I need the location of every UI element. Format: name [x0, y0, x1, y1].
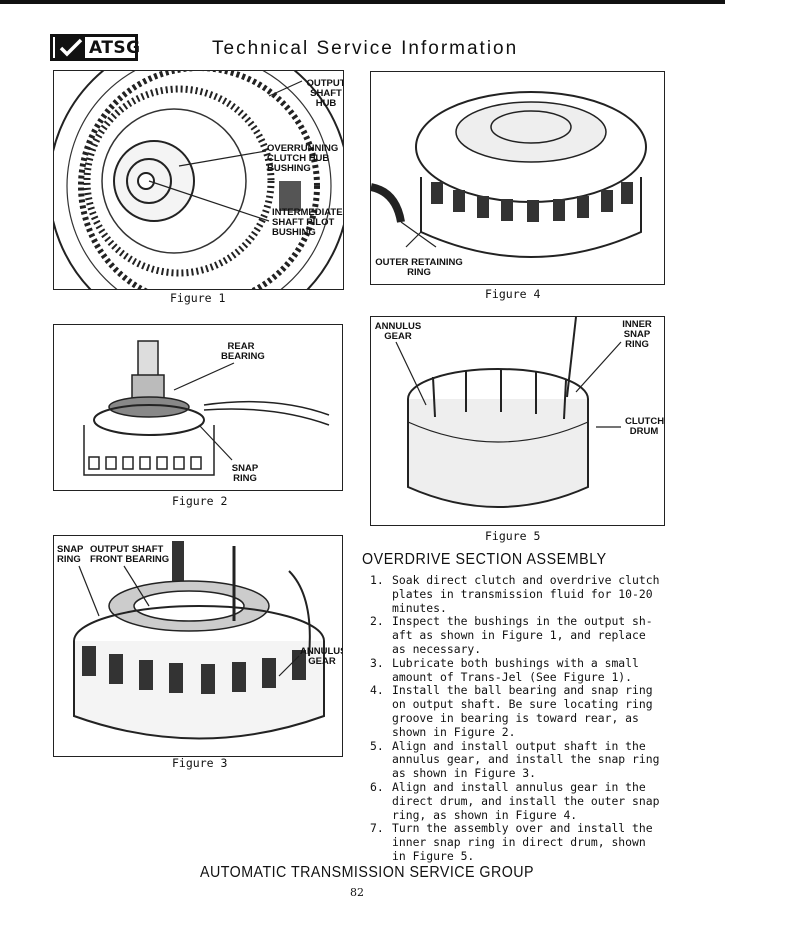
fig1-label-output-shaft-hub: OUTPUT SHAFT HUB [306, 78, 344, 109]
figure-4-drawing [371, 91, 647, 258]
fig5-label-annulus-gear: ANNULUS GEAR [374, 321, 422, 342]
step-text-line: as necessary. [392, 641, 482, 656]
figure-3-caption: Figure 3 [172, 756, 228, 770]
step-number: 7. [370, 821, 384, 836]
page-number: 82 [350, 886, 364, 899]
step-number: 4. [370, 683, 384, 698]
step-text-line: amount of Trans-Jel (See Figure 1). [392, 669, 633, 684]
step-text-line: Align and install output shaft in the [392, 738, 646, 753]
step-text-line: ring, as shown in Figure 4. [392, 807, 578, 822]
step-text-line: inner snap ring in direct drum, shown [392, 835, 646, 850]
step-text-line: plates in transmission fluid for 10-20 [392, 586, 653, 601]
step-text-line: Install the ball bearing and snap ring [392, 683, 653, 698]
step-number: 3. [370, 655, 384, 670]
fig2-label-rear-bearing: REAR BEARING [221, 341, 265, 362]
figure-1-image: OUTPUT SHAFT HUB OVERRUNNING CLUTCH HUB … [53, 70, 344, 290]
fig5-label-clutch-drum: CLUTCH DRUM [625, 416, 665, 437]
figure-3-image: SNAP RING OUTPUT SHAFT FRONT BEARING ANN… [53, 535, 343, 757]
step-number: 1. [370, 573, 384, 587]
step-text-line: annulus gear, and install the snap ring [392, 752, 660, 767]
figure-2-drawing [83, 340, 330, 476]
section-heading: OVERDRIVE SECTION ASSEMBLY [362, 551, 607, 568]
step-text-line: as shown in Figure 3. [392, 766, 537, 781]
footer-title: AUTOMATIC TRANSMISSION SERVICE GROUP [200, 864, 535, 881]
figure-2-image: REAR BEARING SNAP RING [53, 324, 343, 491]
fig4-label-outer-retaining-ring: OUTER RETAINING RING [375, 257, 463, 278]
step-number: 2. [370, 614, 384, 629]
step-text-line: Inspect the bushings in the output sh- [392, 614, 653, 629]
fig3-label-front-bearing: OUTPUT SHAFT FRONT BEARING [90, 544, 170, 565]
step-text-line: direct drum, and install the outer snap [392, 793, 660, 808]
fig1-label-intermediate-bushing: INTERMEDIATE SHAFT PILOT BUSHING [272, 207, 343, 238]
figure-1-caption: Figure 1 [170, 291, 226, 305]
assembly-steps-list: 1. Soak direct clutch and overdrive clutc… [370, 573, 670, 864]
step-text-line: Soak direct clutch and overdrive clutch [392, 573, 660, 587]
figure-4-image: OUTER RETAINING RING [370, 71, 665, 285]
figure-5-drawing [395, 317, 622, 508]
atsg-logo: ATSG [50, 34, 141, 61]
step-text-line: on output shaft. Be sure locating ring [392, 697, 653, 712]
logo-check-icon [55, 37, 85, 58]
step-text-line: minutes. [392, 600, 447, 615]
figure-5-image: ANNULUS GEAR INNER SNAP RING CLUTCH DRUM [370, 316, 665, 526]
figure-5-caption: Figure 5 [485, 529, 541, 543]
assembly-step: 7. Turn the assembly over and install the… [370, 822, 670, 863]
assembly-step: 1. Soak direct clutch and overdrive clutc… [370, 573, 670, 615]
step-text-line: shown in Figure 2. [392, 724, 516, 739]
assembly-step: 4. Install the ball bearing and snap ring… [370, 684, 670, 739]
page-title: Technical Service Information [212, 38, 519, 59]
step-text-line: Turn the assembly over and install the [392, 821, 653, 836]
fig2-label-snap-ring: SNAP RING [231, 463, 259, 484]
figure-3-drawing [73, 541, 325, 740]
figure-2-caption: Figure 2 [172, 494, 228, 508]
step-text-line: aft as shown in Figure 1, and replace [392, 628, 646, 643]
logo-text: ATSG [89, 37, 141, 58]
top-rule [0, 0, 725, 4]
step-text-line: Align and install annulus gear in the [392, 779, 646, 794]
fig3-label-annulus-gear: ANNULUS GEAR [300, 646, 343, 667]
assembly-step: 2. Inspect the bushings in the output sh-… [370, 615, 670, 656]
step-number: 6. [370, 779, 384, 794]
step-number: 5. [370, 738, 384, 753]
step-text-line: in Figure 5. [392, 848, 475, 863]
figure-1-drawing [54, 71, 343, 289]
fig1-label-overrunning-bushing: OVERRUNNING CLUTCH HUB BUSHING [267, 143, 339, 174]
figure-4-caption: Figure 4 [485, 287, 541, 301]
fig5-label-inner-snap-ring: INNER SNAP RING [622, 319, 652, 350]
step-text-line: Lubricate both bushings with a small [392, 655, 639, 670]
fig3-label-snap-ring: SNAP RING [57, 544, 84, 565]
step-text-line: groove in bearing is toward rear, as [392, 710, 639, 725]
